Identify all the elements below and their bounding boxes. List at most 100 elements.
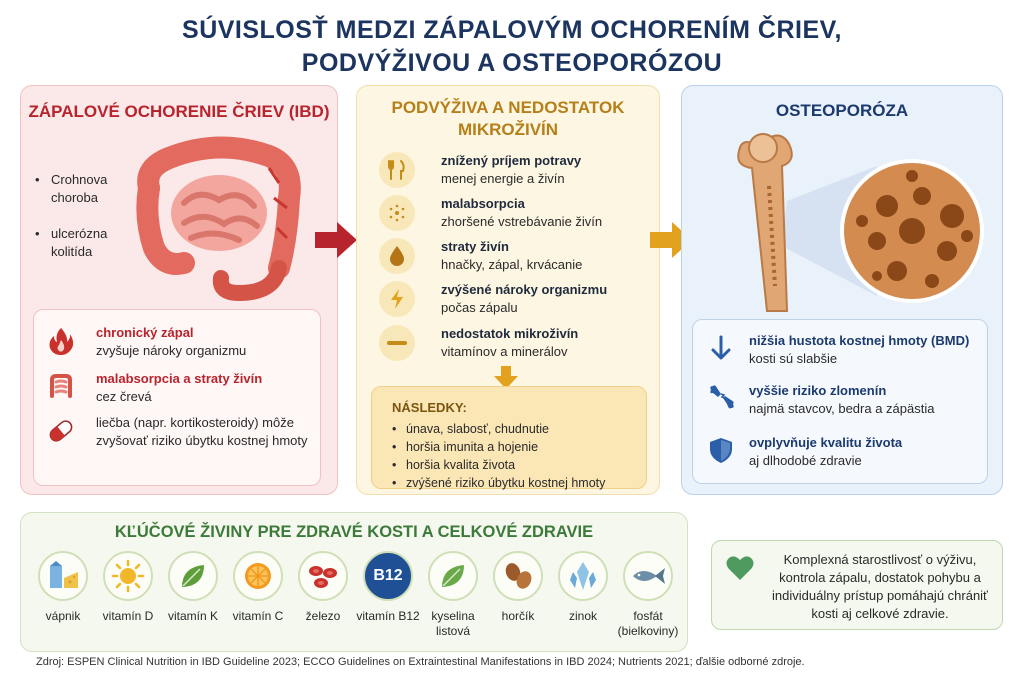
osteoporosis-effects-box: nižšia hustota kostnej hmoty (BMD) kosti…: [692, 319, 988, 484]
ibd-row-title: chronický zápal: [96, 325, 194, 340]
consequence-item: horšia kvalita života: [392, 456, 605, 474]
ibd-heading: ZÁPALOVÉ OCHORENIE ČRIEV (IBD): [28, 102, 330, 121]
nutrient-item: vitamín K: [161, 551, 225, 624]
nutrient-label: vápnik: [45, 609, 81, 623]
bone-illustration-icon: [737, 133, 984, 312]
osteoporosis-panel: OSTEOPORÓZA nižšia hustota kostnej hmoty…: [681, 85, 1003, 495]
malnutrition-panel: PODVÝŽIVA A NEDOSTATOK MIKROŽIVÍN znížen…: [356, 85, 660, 495]
care-note-box: Komplexná starostlivosť o výživu, kontro…: [711, 540, 1003, 630]
nutrient-item: fosfát (bielkoviny): [616, 551, 680, 639]
ost-row-title: nižšia hustota kostnej hmoty (BMD): [749, 333, 970, 348]
ibd-panel: ZÁPALOVÉ OCHORENIE ČRIEV (IBD) Crohnova …: [20, 85, 338, 495]
nutrient-label: vitamín C: [232, 609, 284, 623]
ibd-bullet-list: Crohnova choroba ulcerózna kolitída: [35, 171, 145, 279]
crystal-icon: [558, 551, 608, 601]
mal-row-text: zhoršené vstrebávanie živín: [441, 214, 603, 229]
osteoporosis-heading: OSTEOPORÓZA: [775, 101, 909, 120]
minus-icon: [379, 325, 415, 361]
consequences-box: NÁSLEDKY: únava, slabosť, chudnutie horš…: [371, 386, 647, 492]
mal-row-losses: straty živín hnačky, zápal, krvácanie: [379, 238, 649, 278]
nutrient-item: železo: [291, 551, 355, 624]
intestine-illustration-icon: [136, 136, 301, 302]
ibd-bullet: ulcerózna kolitída: [35, 225, 145, 261]
ibd-effects-box: chronický zápal zvyšuje nároky organizmu…: [33, 309, 321, 486]
orange-icon: [233, 551, 283, 601]
ost-row-title: vyššie riziko zlomenín: [749, 383, 887, 398]
consequence-item: zvýšené riziko úbytku kostnej hmoty: [392, 474, 605, 492]
page-title-line1: SÚVISLOSŤ MEDZI ZÁPALOVÝM OCHORENÍM ČRIE…: [182, 16, 842, 44]
consequence-item: únava, slabosť, chudnutie: [392, 420, 605, 438]
nutrient-label: fosfát (bielkoviny): [617, 609, 679, 638]
nutrient-item: vitamín D: [96, 551, 160, 624]
fish-icon: [623, 551, 673, 601]
malnutrition-heading-line1: PODVÝŽIVA A NEDOSTATOK: [391, 98, 625, 117]
flame-icon: [49, 328, 74, 355]
nutrients-panel: KĽÚČOVÉ ŽIVINY PRE ZDRAVÉ KOSTI A CELKOV…: [20, 512, 688, 652]
nutrient-item: horčík: [486, 551, 550, 624]
mal-row-text: počas zápalu: [441, 300, 518, 315]
consequences-list: únava, slabosť, chudnutie horšia imunita…: [392, 420, 605, 492]
page-title-line2: PODVÝŽIVOU A OSTEOPORÓZOU: [301, 49, 723, 77]
nutrient-label: vitamín D: [102, 609, 154, 623]
mal-row-text: menej energie a živín: [441, 171, 565, 186]
nutrient-label: vitamín B12: [356, 609, 420, 623]
nutrient-label: kyselina listová: [431, 609, 475, 638]
consequence-item: horšia imunita a hojenie: [392, 438, 605, 456]
dots-icon: [379, 195, 415, 231]
leaf-icon: [428, 551, 478, 601]
ibd-row-text: cez črevá: [96, 389, 152, 404]
mal-row-title: zvýšené nároky organizmu: [441, 282, 608, 297]
lightning-icon: [379, 281, 415, 317]
mal-row-demands: zvýšené nároky organizmu počas zápalu: [379, 281, 649, 321]
ost-row-text: aj dlhodobé zdravie: [749, 453, 862, 468]
nutrient-item: vitamín C: [226, 551, 290, 624]
ost-row-title: ovplyvňuje kvalitu života: [749, 435, 903, 450]
ibd-row-text: liečba (napr. kortikosteroidy) môže zvyš…: [96, 415, 308, 448]
mal-row-malabsorption: malabsorpcia zhoršené vstrebávanie živín: [379, 195, 649, 235]
heart-icon: [726, 556, 754, 580]
b12-badge: B12: [373, 567, 403, 584]
nutrient-item: kyselina listová: [421, 551, 485, 639]
ost-row-text: najmä stavcov, bedra a zápästia: [749, 401, 935, 416]
drop-icon: [379, 238, 415, 274]
malnutrition-heading-line2: MIKROŽIVÍN: [457, 120, 559, 139]
leaf-icon: [168, 551, 218, 601]
arrow-right-icon: [315, 222, 357, 258]
ibd-bullet: Crohnova choroba: [35, 171, 145, 207]
mal-row-intake: znížený príjem potravy menej energie a ž…: [379, 152, 649, 192]
nutrient-label: vitamín K: [167, 609, 218, 623]
ibd-row-title: malabsorpcia a straty živín: [96, 371, 263, 386]
ost-row-text: kosti sú slabšie: [749, 351, 838, 366]
nutrient-item: vápnik: [31, 551, 95, 624]
mal-row-title: znížený príjem potravy: [441, 153, 582, 168]
care-note-text: Komplexná starostlivosť o výživu, kontro…: [772, 552, 988, 621]
nutrient-label: zinok: [568, 609, 597, 623]
nutrient-item: zinok: [551, 551, 615, 624]
sun-icon: [103, 551, 153, 601]
consequences-heading: NÁSLEDKY:: [392, 400, 467, 415]
mal-row-title: straty živín: [441, 239, 509, 254]
nuts-icon: [493, 551, 543, 601]
b12-icon: B12: [363, 551, 413, 601]
nutrient-item: B12 vitamín B12: [356, 551, 420, 624]
mal-row-micronutrients: nedostatok mikroživín vitamínov a minerá…: [379, 325, 649, 365]
arrow-down-icon: [494, 366, 518, 389]
source-citation: Zdroj: ESPEN Clinical Nutrition in IBD G…: [36, 656, 805, 668]
mal-row-title: nedostatok mikroživín: [441, 326, 579, 341]
arrow-down-icon: [711, 335, 731, 360]
mal-row-text: hnačky, zápal, krvácanie: [441, 257, 583, 272]
mal-row-text: vitamínov a minerálov: [441, 344, 568, 359]
fork-knife-icon: [379, 152, 415, 188]
shield-icon: [710, 438, 732, 463]
ibd-row-text: zvyšuje nároky organizmu: [96, 343, 247, 358]
pill-icon: [49, 420, 73, 442]
milk-cheese-icon: [38, 551, 88, 601]
broken-bone-icon: [710, 385, 734, 409]
intestine-icon: [50, 374, 72, 398]
nutrient-label: železo: [305, 609, 341, 623]
blood-cells-icon: [298, 551, 348, 601]
malnutrition-heading: PODVÝŽIVA A NEDOSTATOK MIKROŽIVÍN: [357, 97, 659, 141]
nutrients-heading: KĽÚČOVÉ ŽIVINY PRE ZDRAVÉ KOSTI A CELKOV…: [114, 523, 594, 541]
nutrient-label: horčík: [501, 609, 535, 623]
mal-row-title: malabsorpcia: [441, 196, 525, 211]
